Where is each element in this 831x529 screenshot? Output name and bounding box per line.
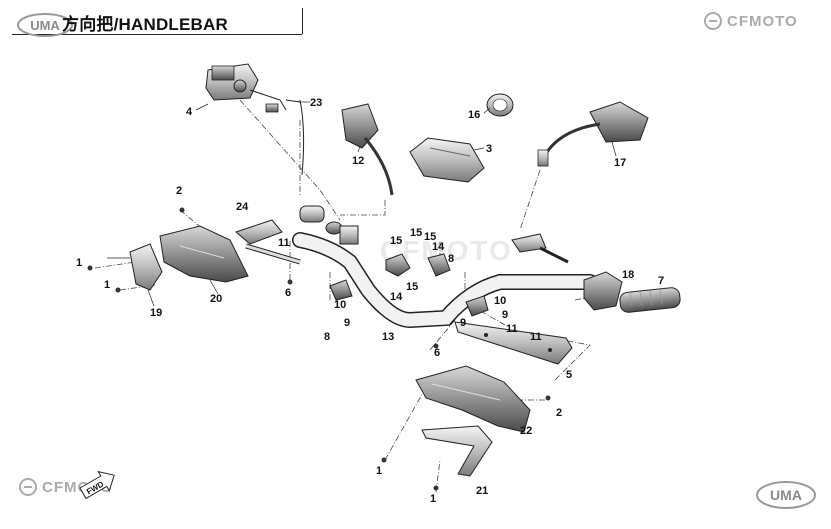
callout-8-right: 8 bbox=[448, 253, 454, 265]
callout-14-a: 14 bbox=[390, 291, 403, 303]
part-7-grip bbox=[619, 287, 681, 313]
callout-4: 4 bbox=[186, 106, 193, 118]
uma-logo-top-left: UMA bbox=[16, 12, 74, 43]
part-22-right-handguard bbox=[415, 365, 531, 433]
callout-2-left: 2 bbox=[176, 185, 182, 197]
fwd-direction-badge: FWD bbox=[79, 470, 115, 500]
callout-13: 13 bbox=[382, 331, 394, 343]
page-title: 方向把/HANDLEBAR bbox=[62, 15, 228, 34]
uma-logo-bottom-right: UMA bbox=[755, 480, 817, 515]
callout-15-b: 15 bbox=[410, 227, 422, 239]
callout-6-right: 6 bbox=[434, 347, 440, 359]
callout-11-left: 11 bbox=[278, 237, 290, 249]
callout-2-right: 2 bbox=[556, 407, 562, 419]
part-4-master-cylinder bbox=[205, 63, 305, 176]
callout-20: 20 bbox=[210, 293, 222, 305]
callout-6-left: 6 bbox=[285, 287, 291, 299]
part-5-crossbar bbox=[454, 321, 573, 365]
callout-9-a: 9 bbox=[344, 317, 350, 329]
part-21-right-shell bbox=[421, 425, 493, 477]
callout-1-d: 1 bbox=[430, 493, 436, 505]
callout-15-d: 15 bbox=[406, 281, 418, 293]
callout-12: 12 bbox=[352, 155, 364, 167]
uma-logo-text-br: UMA bbox=[770, 487, 802, 503]
bolts bbox=[87, 207, 551, 491]
callout-7: 7 bbox=[658, 275, 664, 287]
part-18-switch bbox=[583, 271, 623, 311]
part-13-handlebar-tube bbox=[292, 232, 598, 329]
callout-24: 24 bbox=[236, 201, 249, 213]
center-cylinder-lock bbox=[299, 205, 359, 245]
right-lever bbox=[511, 233, 569, 264]
callout-15-c: 15 bbox=[424, 231, 436, 243]
callout-22: 22 bbox=[520, 425, 532, 437]
callout-14-b: 14 bbox=[432, 241, 445, 253]
callout-21: 21 bbox=[476, 485, 488, 497]
cfmoto-text-top: CFMOTO bbox=[727, 13, 798, 30]
callout-11-right-a: 11 bbox=[506, 323, 518, 335]
callout-10-right: 10 bbox=[494, 295, 506, 307]
callout-1-c: 1 bbox=[376, 465, 382, 477]
callout-leaders bbox=[107, 101, 617, 307]
callout-5: 5 bbox=[566, 369, 572, 381]
callout-3: 3 bbox=[486, 143, 492, 155]
uma-logo-text: UMA bbox=[30, 18, 60, 33]
callout-17: 17 bbox=[614, 157, 626, 169]
part-17-right-mirror bbox=[537, 101, 649, 167]
part-19-left-shell bbox=[129, 243, 163, 291]
part-12-left-mirror bbox=[341, 103, 394, 196]
callout-1-a: 1 bbox=[76, 257, 82, 269]
title-frame bbox=[12, 8, 303, 35]
callout-18: 18 bbox=[622, 269, 634, 281]
callout-15-a: 15 bbox=[390, 235, 402, 247]
handlebar-clamps bbox=[329, 253, 489, 317]
callout-1-b: 1 bbox=[104, 279, 110, 291]
callout-9-b: 9 bbox=[460, 317, 466, 329]
callout-23: 23 bbox=[310, 97, 322, 109]
callout-10-left: 10 bbox=[334, 299, 346, 311]
part-16-cap bbox=[486, 93, 514, 117]
callout-9-c: 9 bbox=[502, 309, 508, 321]
cfmoto-logo-top-right: CFMOTO bbox=[703, 10, 819, 37]
part-20-left-handguard bbox=[159, 225, 249, 283]
callout-16: 16 bbox=[468, 109, 480, 121]
callout-8-left: 8 bbox=[324, 331, 330, 343]
part-3-handlebar-pad bbox=[409, 137, 485, 183]
part-24-bracket bbox=[235, 219, 301, 265]
callout-19: 19 bbox=[150, 307, 162, 319]
callout-labels: 4 23 12 16 3 17 2 24 11 1 1 19 20 6 15 1… bbox=[76, 97, 664, 505]
callout-11-right-b: 11 bbox=[530, 331, 542, 343]
